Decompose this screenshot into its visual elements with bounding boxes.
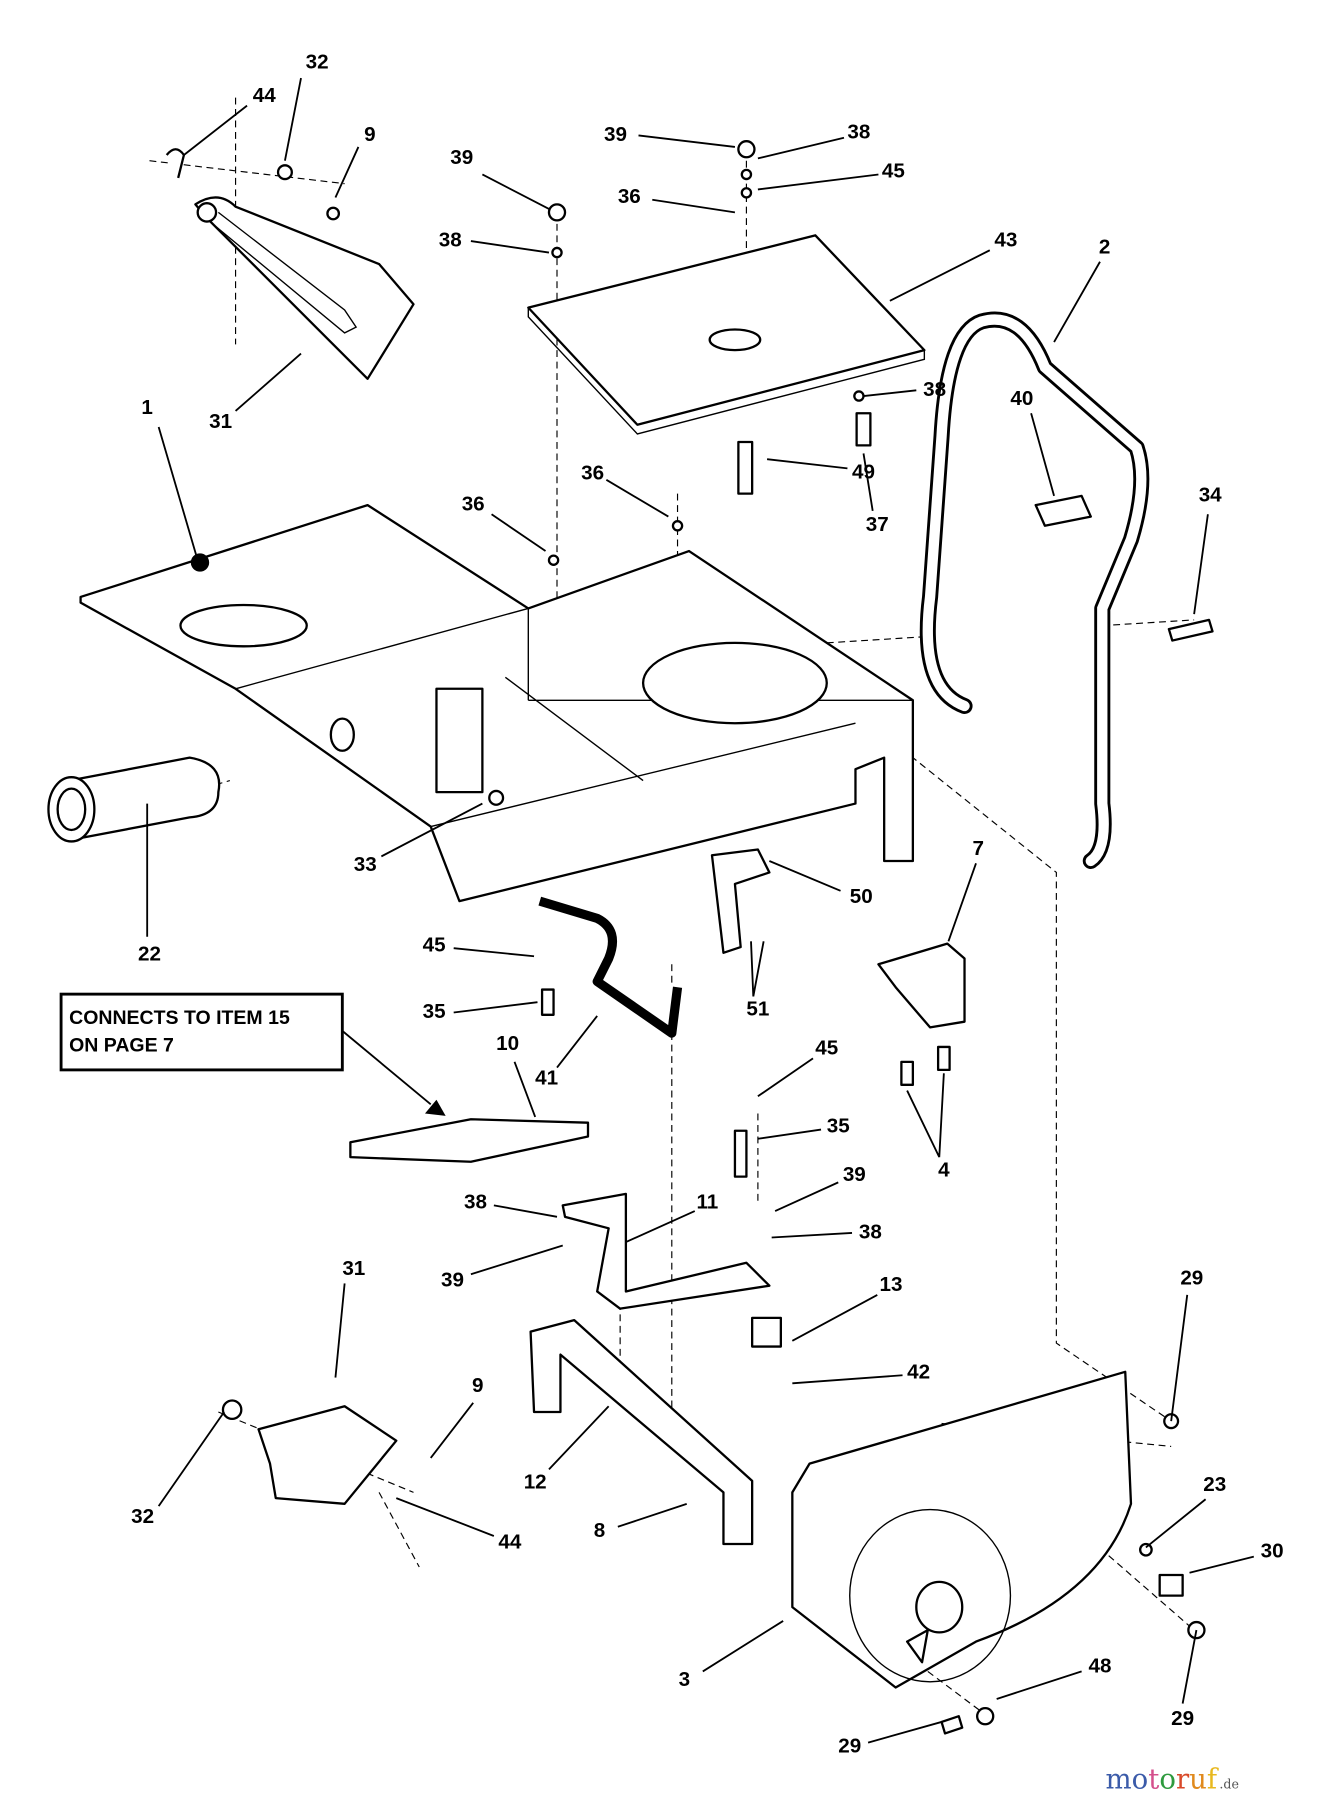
label-23: 23 [1203, 1473, 1226, 1496]
label-31: 31 [209, 410, 232, 433]
label-38: 38 [923, 378, 946, 401]
watermark-tld: .de [1219, 1777, 1239, 1792]
part-32-knob [221, 1399, 243, 1421]
part-4-bolts [900, 1045, 951, 1086]
label-39: 39 [604, 123, 627, 146]
label-44: 44 [253, 84, 276, 107]
label-32: 32 [306, 51, 329, 74]
label-11: 11 [696, 1191, 718, 1214]
label-35: 35 [827, 1115, 850, 1138]
label-9: 9 [472, 1374, 484, 1397]
label-38: 38 [439, 229, 462, 252]
label-12: 12 [524, 1471, 547, 1494]
label-44: 44 [498, 1530, 521, 1553]
part-35-bolts [540, 988, 748, 1178]
label-37: 37 [866, 513, 889, 536]
watermark-letter: r [1176, 1764, 1190, 1796]
callout-line-1: CONNECTS TO ITEM 15 [69, 1007, 290, 1029]
label-39: 39 [450, 146, 473, 169]
label-31: 31 [342, 1257, 365, 1280]
label-36: 36 [462, 493, 485, 516]
part-33-bolt [488, 789, 505, 806]
label-3: 3 [679, 1668, 691, 1691]
leader-lines [146, 77, 1255, 1744]
label-36: 36 [618, 185, 641, 208]
label-45: 45 [882, 160, 905, 183]
label-43: 43 [994, 229, 1017, 252]
label-10: 10 [496, 1032, 519, 1055]
watermark-letter: t [1148, 1764, 1159, 1796]
label-29: 29 [1180, 1266, 1203, 1289]
label-32: 32 [131, 1505, 154, 1528]
label-40: 40 [1010, 387, 1033, 410]
label-22: 22 [138, 943, 161, 966]
part-2-handle [919, 311, 1214, 870]
part-7-bracket [877, 942, 966, 1029]
label-38: 38 [859, 1220, 882, 1243]
label-4: 4 [938, 1158, 950, 1181]
label-13: 13 [880, 1273, 903, 1296]
callout-box: CONNECTS TO ITEM 15 ON PAGE 7 [59, 992, 446, 1116]
watermark-letter: o [1159, 1764, 1176, 1796]
part-22-tube [47, 756, 221, 843]
label-35: 35 [423, 1000, 446, 1023]
watermark-logo: motoruf [1106, 1764, 1219, 1796]
callout-line-2: ON PAGE 7 [69, 1035, 174, 1057]
part-13-pivot [751, 1316, 783, 1348]
label-50: 50 [850, 885, 873, 908]
part-number-labels: 32 44 9 31 1 39 38 39 38 45 36 43 2 38 4… [131, 51, 1284, 1758]
label-29: 29 [1171, 1707, 1194, 1730]
label-51: 51 [746, 998, 769, 1021]
part-10-pin [349, 1118, 590, 1163]
label-45: 45 [423, 933, 446, 956]
part-11-lever [561, 1192, 771, 1310]
label-39: 39 [441, 1269, 464, 1292]
part-43-top-plate [527, 140, 926, 566]
label-41: 41 [535, 1067, 558, 1090]
label-1: 1 [141, 396, 153, 419]
watermark-letter: o [1132, 1764, 1149, 1796]
part-31-upper-bracket [165, 148, 415, 380]
label-2: 2 [1099, 235, 1111, 258]
watermark-letter: f [1207, 1764, 1219, 1796]
label-9: 9 [364, 123, 376, 146]
label-7: 7 [973, 837, 984, 860]
label-34: 34 [1199, 483, 1222, 506]
label-33: 33 [354, 853, 377, 876]
part-12-bar [529, 1319, 754, 1546]
label-29: 29 [838, 1735, 861, 1758]
label-39: 39 [843, 1163, 866, 1186]
part-31-lower-bracket [257, 1405, 398, 1505]
label-38: 38 [847, 121, 870, 144]
part-1-main-frame [79, 503, 915, 903]
label-42: 42 [907, 1360, 930, 1383]
part-50-bracket [710, 848, 771, 954]
label-36: 36 [581, 462, 604, 485]
label-38: 38 [464, 1191, 487, 1214]
label-8: 8 [594, 1519, 605, 1542]
watermark-letter: u [1189, 1764, 1207, 1796]
part-41-rod [538, 896, 683, 1038]
label-30: 30 [1261, 1539, 1284, 1562]
watermark-letter: m [1106, 1764, 1132, 1796]
label-48: 48 [1088, 1654, 1111, 1677]
label-45: 45 [815, 1037, 838, 1060]
label-49: 49 [852, 460, 875, 483]
part-3-side-plate [791, 1370, 1206, 1735]
